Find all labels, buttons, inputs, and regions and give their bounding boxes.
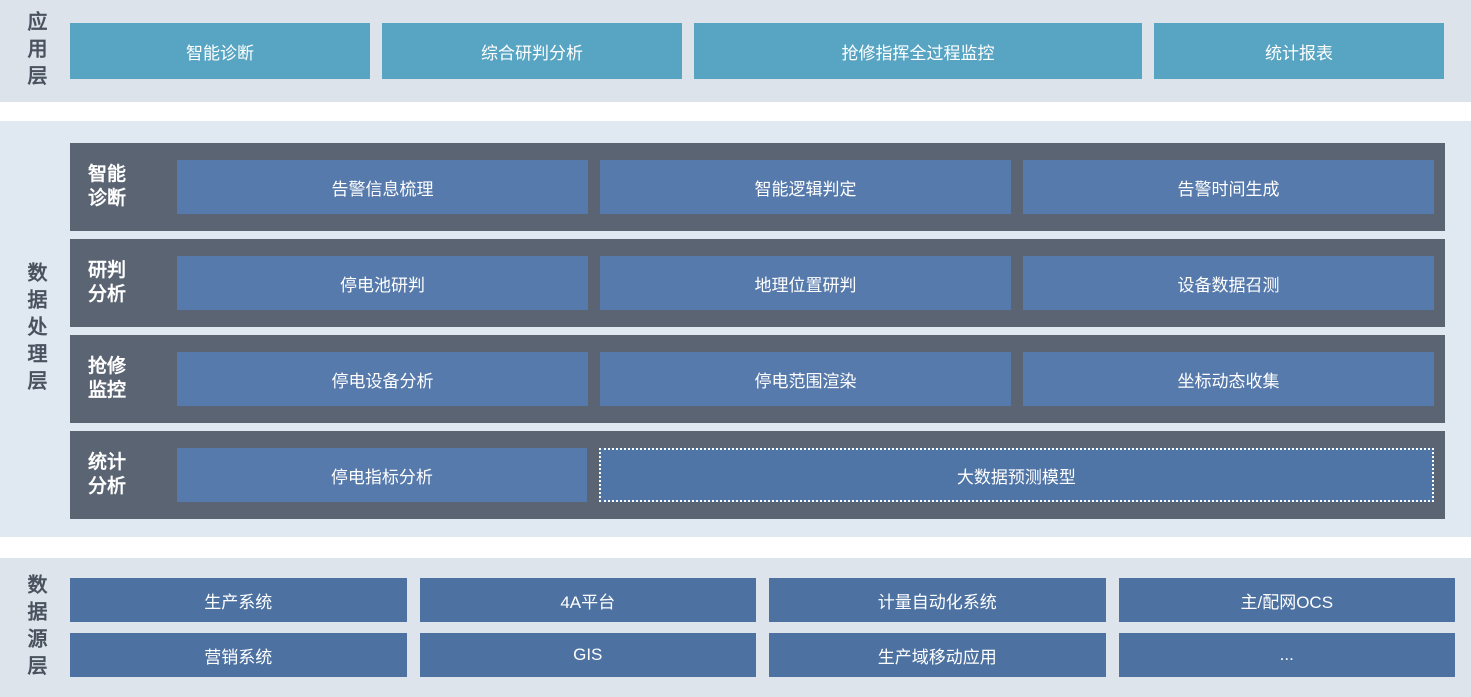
box-outage-range-rendering: 停电范围渲染 xyxy=(600,352,1011,406)
data-processing-layer-label: 数据处理层 xyxy=(24,261,46,397)
application-layer-label-col: 应用层 xyxy=(0,0,70,102)
app-box-repair-command-monitoring: 抢修指挥全过程监控 xyxy=(694,23,1142,79)
application-layer-boxes: 智能诊断 综合研判分析 抢修指挥全过程监控 统计报表 xyxy=(70,0,1444,102)
box-alarm-time-generation: 告警时间生成 xyxy=(1023,160,1434,214)
box-main-distribution-ocs: 主/配网OCS xyxy=(1118,578,1455,622)
data-processing-rows: 智能诊断 告警信息梳理 智能逻辑判定 告警时间生成 研判分析 停电池研判 地理位… xyxy=(70,121,1445,537)
app-box-statistical-reports: 统计报表 xyxy=(1154,23,1444,79)
processing-row-statistical-analysis: 统计分析 停电指标分析 大数据预测模型 xyxy=(70,431,1445,519)
row-label-intelligent-diagnosis: 智能诊断 xyxy=(88,164,127,209)
data-processing-layer-band: 数据处理层 智能诊断 告警信息梳理 智能逻辑判定 告警时间生成 研判分析 停电池… xyxy=(0,121,1471,537)
box-coordinate-dynamic-collection: 坐标动态收集 xyxy=(1023,352,1434,406)
box-alarm-info-sorting: 告警信息梳理 xyxy=(177,160,588,214)
box-gis: GIS xyxy=(419,633,756,677)
data-source-layer-label-col: 数据源层 xyxy=(0,558,70,697)
application-layer-band: 应用层 智能诊断 综合研判分析 抢修指挥全过程监控 统计报表 xyxy=(0,0,1471,102)
box-big-data-prediction-model: 大数据预测模型 xyxy=(598,448,1434,502)
data-source-layer-label: 数据源层 xyxy=(24,573,46,682)
processing-row-intelligent-diagnosis: 智能诊断 告警信息梳理 智能逻辑判定 告警时间生成 xyxy=(70,143,1445,231)
data-source-row-1: 生产系统 4A平台 计量自动化系统 主/配网OCS xyxy=(70,578,1455,622)
row-label-judgment-analysis: 研判分析 xyxy=(88,260,127,305)
box-intelligent-logic-judgment: 智能逻辑判定 xyxy=(600,160,1011,214)
app-box-intelligent-diagnosis: 智能诊断 xyxy=(70,23,370,79)
data-processing-layer-label-col: 数据处理层 xyxy=(0,121,70,537)
data-source-rows: 生产系统 4A平台 计量自动化系统 主/配网OCS 营销系统 GIS 生产域移动… xyxy=(70,558,1455,697)
box-marketing-system: 营销系统 xyxy=(70,633,407,677)
box-device-data-reading: 设备数据召测 xyxy=(1023,256,1434,310)
box-production-mobile-app: 生产域移动应用 xyxy=(769,633,1106,677)
application-layer-label: 应用层 xyxy=(24,10,46,92)
box-geolocation-judgment: 地理位置研判 xyxy=(600,256,1011,310)
data-source-row-2: 营销系统 GIS 生产域移动应用 ... xyxy=(70,633,1455,677)
box-4a-platform: 4A平台 xyxy=(419,578,756,622)
data-source-layer-band: 数据源层 生产系统 4A平台 计量自动化系统 主/配网OCS 营销系统 GIS … xyxy=(0,558,1471,697)
box-outage-judgment: 停电池研判 xyxy=(177,256,588,310)
app-box-comprehensive-analysis: 综合研判分析 xyxy=(382,23,682,79)
row-label-statistical-analysis: 统计分析 xyxy=(88,452,127,497)
box-production-system: 生产系统 xyxy=(70,578,407,622)
processing-row-judgment-analysis: 研判分析 停电池研判 地理位置研判 设备数据召测 xyxy=(70,239,1445,327)
row-label-repair-monitoring: 抢修监控 xyxy=(88,356,127,401)
box-outage-device-analysis: 停电设备分析 xyxy=(177,352,588,406)
box-outage-indicator-analysis: 停电指标分析 xyxy=(177,448,587,502)
box-metering-automation-system: 计量自动化系统 xyxy=(769,578,1106,622)
box-ellipsis: ... xyxy=(1118,633,1455,677)
processing-row-repair-monitoring: 抢修监控 停电设备分析 停电范围渲染 坐标动态收集 xyxy=(70,335,1445,423)
